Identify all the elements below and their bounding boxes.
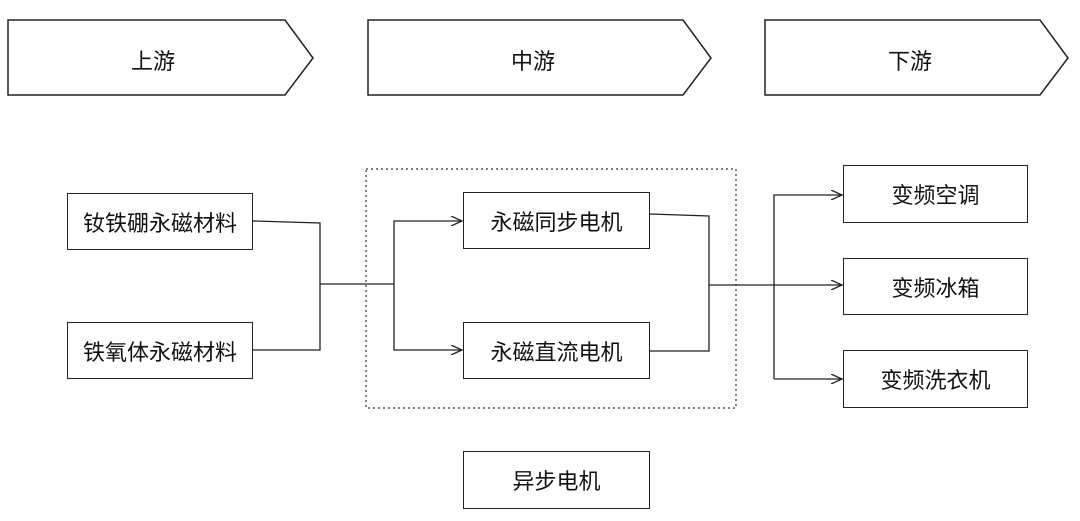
connector-pm-dc-out [650, 285, 710, 352]
arrow-to-pm-sync [393, 221, 462, 284]
pm-sync-motor-box: 永磁同步电机 [463, 192, 650, 249]
arrow-to-ac [773, 195, 842, 379]
async-motor-box: 异步电机 [463, 451, 650, 509]
inverter-fridge-box: 变频冰箱 [843, 258, 1028, 315]
midstream-group-border [365, 168, 737, 409]
upstream-chevron [7, 19, 314, 96]
ferrite-material-box: 铁氧体永磁材料 [67, 322, 253, 379]
inverter-washer-box: 变频洗衣机 [843, 350, 1028, 408]
connector-ndfeb [252, 220, 321, 284]
inverter-ac-box: 变频空调 [843, 165, 1028, 223]
arrow-to-pm-dc [393, 284, 462, 350]
connector-ferrite [253, 284, 321, 351]
stage-midstream-label: 中游 [510, 50, 555, 75]
stage-downstream-label: 下游 [887, 50, 932, 75]
connector-pm-sync-out [649, 213, 710, 285]
midstream-chevron [367, 19, 712, 96]
ndfeb-material-box: 钕铁硼永磁材料 [67, 193, 253, 250]
stage-upstream-label: 上游 [130, 50, 175, 75]
downstream-chevron [764, 19, 1069, 96]
pm-dc-motor-box: 永磁直流电机 [463, 322, 650, 379]
